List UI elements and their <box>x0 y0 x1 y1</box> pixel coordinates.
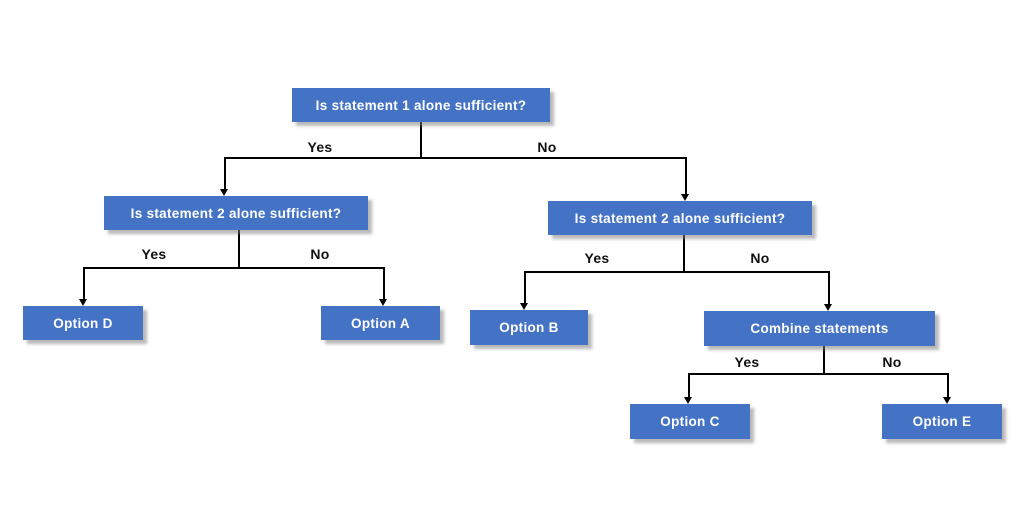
edge-label-combine-yes: Yes <box>734 354 760 370</box>
connector-root-stem <box>420 122 422 157</box>
node-question-statement2-left: Is statement 2 alone sufficient? <box>104 196 368 230</box>
edge-label-combine-no: No <box>882 354 902 370</box>
arrowhead-rightq2-no <box>824 304 832 311</box>
edge-label-root-yes: Yes <box>307 139 333 155</box>
node-option-b: Option B <box>470 310 588 345</box>
arrowhead-combine-no <box>943 397 951 404</box>
connector-rightq2-branch <box>524 271 829 273</box>
connector-leftq2-branch <box>83 267 384 269</box>
arrowhead-leftq2-no <box>379 299 387 306</box>
connector-leftq2-no-drop <box>383 267 385 300</box>
connector-root-branch <box>224 157 686 159</box>
node-question-statement2-right: Is statement 2 alone sufficient? <box>548 201 812 235</box>
edge-label-rightq2-yes: Yes <box>584 250 610 266</box>
arrowhead-combine-yes <box>684 397 692 404</box>
connector-combine-stem <box>823 346 825 373</box>
node-option-e: Option E <box>882 404 1002 439</box>
connector-combine-yes-drop <box>688 373 690 397</box>
arrowhead-root-yes <box>220 189 228 196</box>
arrowhead-leftq2-yes <box>79 299 87 306</box>
edge-label-rightq2-no: No <box>750 250 770 266</box>
connector-rightq2-yes-drop <box>524 271 526 303</box>
node-option-c: Option C <box>630 404 750 439</box>
connector-leftq2-yes-drop <box>83 267 85 300</box>
edge-label-leftq2-no: No <box>310 246 330 262</box>
connector-leftq2-stem <box>238 230 240 267</box>
arrowhead-rightq2-yes <box>520 303 528 310</box>
connector-root-no-drop <box>685 157 687 195</box>
connector-root-yes-drop <box>224 157 226 190</box>
node-combine-statements: Combine statements <box>704 311 935 346</box>
connector-rightq2-stem <box>683 235 685 271</box>
connector-combine-branch <box>688 373 948 375</box>
edge-label-leftq2-yes: Yes <box>141 246 167 262</box>
connector-combine-no-drop <box>947 373 949 397</box>
node-option-a: Option A <box>321 306 440 340</box>
arrowhead-root-no <box>681 194 689 201</box>
edge-label-root-no: No <box>537 139 557 155</box>
connector-rightq2-no-drop <box>828 271 830 304</box>
node-option-d: Option D <box>23 306 143 340</box>
node-question-statement1: Is statement 1 alone sufficient? <box>292 88 550 122</box>
